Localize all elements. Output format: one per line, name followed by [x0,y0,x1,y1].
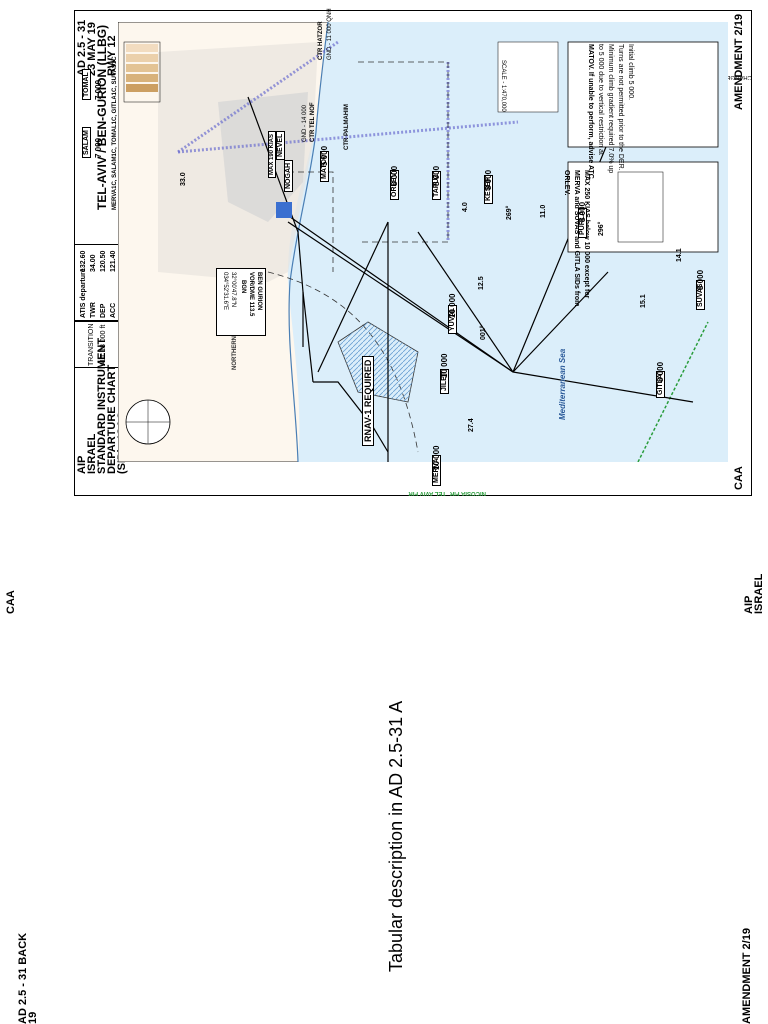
vor-box-lon: 034°52'31.6"E [222,272,228,311]
note-matov: MATOV. If unable to perform, advise ATC. [587,44,594,181]
mediterranean-sea-label: Mediterranean Sea [558,348,567,420]
waypoint-purla-alt: 8 000 [578,201,587,222]
note-speed-2: MERVA and SUVAS and GITLA SIDs from [573,170,580,307]
atis-label: ATIS departure [80,268,87,318]
tel-aviv-fir-label: TEL AVIV FIR [408,490,446,496]
note-turn: Turns are not permitted prior to the DER… [617,44,624,171]
ctr-hatzor-label: CTR HATZOR [318,21,324,60]
atis-freq: 132.60 [80,250,87,272]
rnav-required-note: RNAV-1 REQUIRED [362,355,374,446]
waypoint-salam-alt: 7 000 [94,137,103,158]
waypoint-suvas-alt: 8 000 [696,269,705,290]
acc-label: ACC [110,302,117,318]
waypoint-salam: SALAM [82,127,91,158]
leg-dist-merva: 27.4 [468,418,475,432]
gnd-11000-label: GND - 11 000 QNH [327,8,333,60]
dep-label: DEP [100,303,107,318]
waypoint-jilet-alt: 10 000 [440,353,449,378]
ctr-palmahim-label: CTR PALMAHIM [344,104,350,150]
leg-dist-orlev: 4.0 [462,202,469,212]
vor-box-lat: 32°00'47.8"N [230,272,236,308]
note-gradient: Minimum climb gradient required 7.0% up [607,44,614,174]
vor-box-freq: VOR/DME 113.5 [248,272,254,317]
vor-box-name: BEN GURION [256,272,262,311]
leg-dist-yuval: 12.5 [478,276,485,290]
transition-alt: ALT 18 000 ft [100,324,107,366]
scale-label: SCALE - 1:470,000 [500,60,506,112]
leg-dist-salam: 33.0 [180,172,187,186]
page2-caa: CAA [5,590,17,614]
twr-freq: 34.00 [90,254,97,272]
elevation-legend [123,41,161,103]
page2-ref-sub: 19 [27,1011,39,1024]
waypoint-tomal-alt: 7 000 [94,79,103,100]
leg-dist-kesef: 11.0 [540,204,547,218]
page2-country-label: ISRAEL [753,573,765,614]
waypoint-gitla-alt: 8 000 [656,361,665,382]
gnd-14000-label: GND - 14 000 [302,104,308,142]
waypoint-nogah: NOGAH [284,159,293,192]
note-speed-3: ORLEV. [563,170,570,196]
page2-amendment: AMENDMENT 2/19 [741,928,753,1024]
waypoint-tapuz-alt: 8 000 [432,165,441,186]
waypoint-orlev-alt: 8 000 [390,165,399,186]
note-climb: Initial climb 5 000. [627,44,634,101]
waypoint-tomal: TOMAL [82,69,91,100]
waypoint-yuval-alt: 10 000 [448,293,457,318]
transition-label: TRANSITION [88,323,95,366]
page2-caption: Tabular description in AD 2.5-31 A [386,700,406,972]
leg-hdg-001: 001° [480,325,487,340]
max-speed-label: MAX 190 KIAS [268,130,276,178]
transition-box [74,320,120,368]
sid-chart-map [118,22,728,462]
vor-box-ident: BGN [240,280,246,294]
page2-ref: AD 2.5 - 31 BACK [17,932,29,1024]
caa-label: CAA [733,466,745,490]
ctr-tel-nof-label: CTR TEL NOF [310,102,316,142]
waypoint-matov-alt: 5 000 [320,145,329,166]
waypoint-nevel: NEVEL [276,130,285,160]
nicosia-fir-label: NICOSIA FIR [449,490,486,496]
amendment-label: AMENDMENT 2/19 [733,14,745,110]
leg-dist-suvas: 14.1 [676,248,683,262]
leg-hdg-296: 296° [598,221,605,236]
acc-freq: 121.40 [110,250,117,272]
waypoint-kesef-alt: 8 000 [484,169,493,190]
vor-box [216,268,266,336]
leg-dist-gitla: 15.1 [640,294,647,308]
twr-label: TWR [90,302,97,318]
dep-freq: 120.50 [100,250,107,272]
note-gradient-2: to 5 000 due to vertical restriction at [597,44,604,155]
leg-hdg-269: 269° [506,205,513,220]
waypoint-merva-alt: 10 000 [432,445,441,470]
